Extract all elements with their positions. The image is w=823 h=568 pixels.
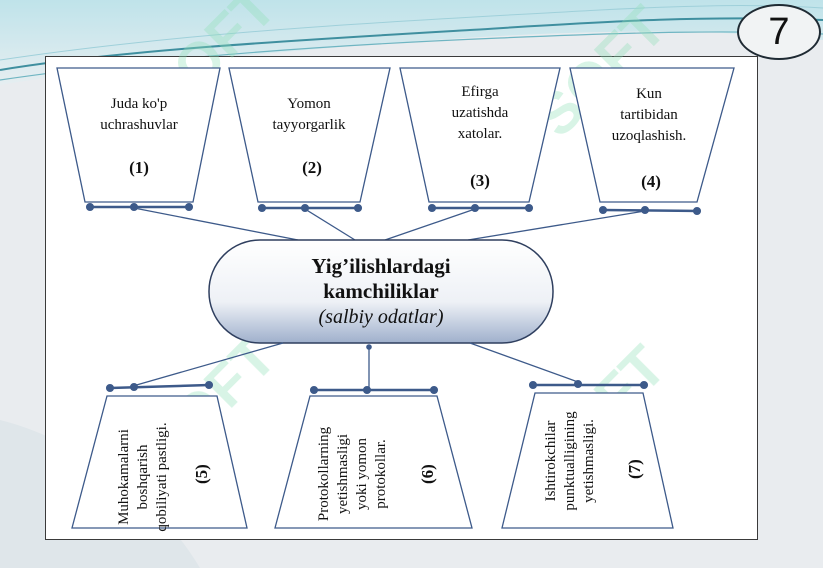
center-title-line1: Yig’ilishlardagi: [311, 253, 451, 278]
top-connector-bars: [85, 202, 702, 216]
bottom-shape-6: [274, 395, 473, 529]
bottom-shape-5: [71, 395, 248, 529]
bottom-shape-7: [501, 392, 674, 529]
wave-line-3: [0, 5, 823, 61]
bottom-item-7-number: (7): [625, 459, 644, 479]
bottom-item-6-number: (6): [418, 464, 437, 484]
top-item-3-number: (3): [470, 171, 490, 190]
top-shape-1: [56, 67, 221, 203]
top-connector-lines: [133, 207, 646, 241]
top-item-2-number: (2): [302, 158, 322, 177]
top-item-4-number: (4): [641, 172, 661, 191]
slide-number-badge: 7: [737, 4, 821, 60]
center-anchor-dot: [366, 344, 372, 350]
center-title-line2: kamchiliklar: [323, 278, 439, 303]
top-shape-2: [228, 67, 391, 203]
bottom-connector-bars: [105, 379, 649, 395]
bottom-item-5-number: (5): [192, 464, 211, 484]
bottom-connector-lines: [132, 342, 579, 388]
top-shape-3: [399, 67, 561, 203]
top-item-1-number: (1): [129, 158, 149, 177]
center-subtitle: (salbiy odatlar): [318, 305, 444, 328]
top-shape-4: [569, 67, 735, 203]
center-node: [208, 239, 554, 344]
wave-line-1: [0, 17, 823, 71]
center-node-text: Yig’ilishlardagi kamchiliklar (salbiy od…: [209, 240, 553, 343]
